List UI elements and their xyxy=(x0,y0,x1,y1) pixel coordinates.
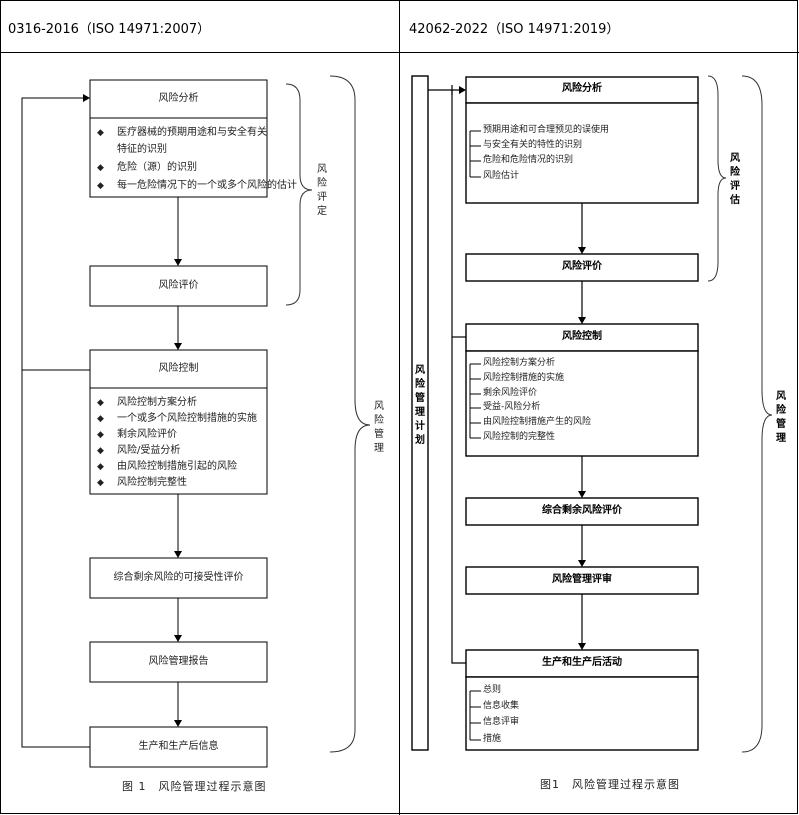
left-diagram xyxy=(21,75,371,768)
left-control-label: 风险控制 xyxy=(158,363,199,374)
left-analysis-box xyxy=(89,79,268,119)
left-analysis-label: 风险分析 xyxy=(158,93,199,104)
right-production-item-4: 措施 xyxy=(483,734,502,744)
right-production-label: 生产和生产后活动 xyxy=(542,657,622,668)
left-residual-label: 综合剩余风险的可接受性评价 xyxy=(113,572,244,583)
right-analysis-item-1: 预期用途和可合理预见的误使用 xyxy=(483,125,610,135)
column-divider xyxy=(399,0,400,815)
left-evaluation-label: 风险评价 xyxy=(158,280,199,291)
arrow-down-icon xyxy=(174,551,182,558)
right-control-item-5: 由风险控制措施产生的风险 xyxy=(483,417,592,427)
right-production-item-2: 信息收集 xyxy=(483,701,520,711)
left-column-header: 0316-2016（ISO 14971:2007） xyxy=(8,22,211,37)
right-analysis-item-3: 危险和危险情况的识别 xyxy=(483,155,574,165)
right-overall-label: 综合剩余风险评价 xyxy=(542,505,622,516)
left-analysis-item-2: 特征的识别 xyxy=(117,144,167,155)
right-analysis-item-4: 风险估计 xyxy=(483,171,520,181)
left-residual-box xyxy=(89,557,268,599)
right-brace-management-label: 风险管理 xyxy=(776,391,786,444)
arrow-down-icon xyxy=(174,259,182,266)
right-evaluation-label: 风险评价 xyxy=(562,261,602,272)
right-production-item-3: 信息评审 xyxy=(483,717,520,727)
right-control-item-4: 受益-风险分析 xyxy=(483,402,541,412)
left-control-item-6: 风险控制完整性 xyxy=(117,477,187,488)
left-control-item-3: 剩余风险评价 xyxy=(117,429,177,440)
left-control-item-1: 风险控制方案分析 xyxy=(117,397,197,408)
arrow-right-icon xyxy=(83,94,90,102)
right-control-item-6: 风险控制的完整性 xyxy=(483,432,556,442)
bullet-icon: ◆ xyxy=(97,398,104,408)
arrow-down-icon xyxy=(174,635,182,642)
right-review-label: 风险管理评审 xyxy=(552,574,612,585)
right-analysis-label: 风险分析 xyxy=(562,83,602,94)
right-brace-assessment-label: 风险评估 xyxy=(730,153,740,206)
bullet-icon: ◆ xyxy=(97,414,104,424)
left-control-items-box xyxy=(89,387,268,495)
right-figure-caption: 图1 风险管理过程示意图 xyxy=(540,778,680,791)
bullet-icon: ◆ xyxy=(97,430,104,440)
left-production-label: 生产和生产后信息 xyxy=(138,741,219,752)
left-analysis-item-4: 每一危险情况下的一个或多个风险的估计 xyxy=(117,180,297,191)
right-control-label: 风险控制 xyxy=(562,331,602,342)
bullet-icon: ◆ xyxy=(97,181,104,191)
arrow-down-icon xyxy=(174,720,182,727)
right-plan-label: 风险管理计划 xyxy=(415,365,425,446)
left-control-item-5: 由风险控制措施引起的风险 xyxy=(117,461,237,472)
left-brace-assessment-label: 风险评定 xyxy=(317,164,327,217)
left-figure-caption: 图 1 风险管理过程示意图 xyxy=(122,780,267,793)
left-analysis-item-3: 危险（源）的识别 xyxy=(117,162,197,173)
bullet-icon: ◆ xyxy=(97,163,104,173)
left-analysis-item-1: 医疗器械的预期用途和与安全有关 xyxy=(117,127,267,138)
left-analysis-items-box xyxy=(89,117,268,198)
right-control-item-3: 剩余风险评价 xyxy=(483,388,538,398)
left-report-label: 风险管理报告 xyxy=(148,656,209,667)
arrow-down-icon xyxy=(174,343,182,350)
left-control-item-2: 一个或多个风险控制措施的实施 xyxy=(117,413,257,424)
left-control-item-4: 风险/受益分析 xyxy=(117,445,181,456)
right-column-header: 42062-2022（ISO 14971:2019） xyxy=(409,22,620,37)
right-production-item-1: 总则 xyxy=(483,685,502,695)
left-brace-management-label: 风险管理 xyxy=(374,401,384,454)
right-control-item-2: 风险控制措施的实施 xyxy=(483,373,565,383)
right-control-item-1: 风险控制方案分析 xyxy=(483,358,556,368)
right-analysis-item-2: 与安全有关的特性的识别 xyxy=(483,140,583,150)
bullet-icon: ◆ xyxy=(97,462,104,472)
bullet-icon: ◆ xyxy=(97,478,104,488)
bullet-icon: ◆ xyxy=(97,128,104,138)
left-production-box xyxy=(89,726,268,768)
left-evaluation-box xyxy=(89,265,268,307)
left-control-box xyxy=(89,349,268,389)
bullet-icon: ◆ xyxy=(97,446,104,456)
